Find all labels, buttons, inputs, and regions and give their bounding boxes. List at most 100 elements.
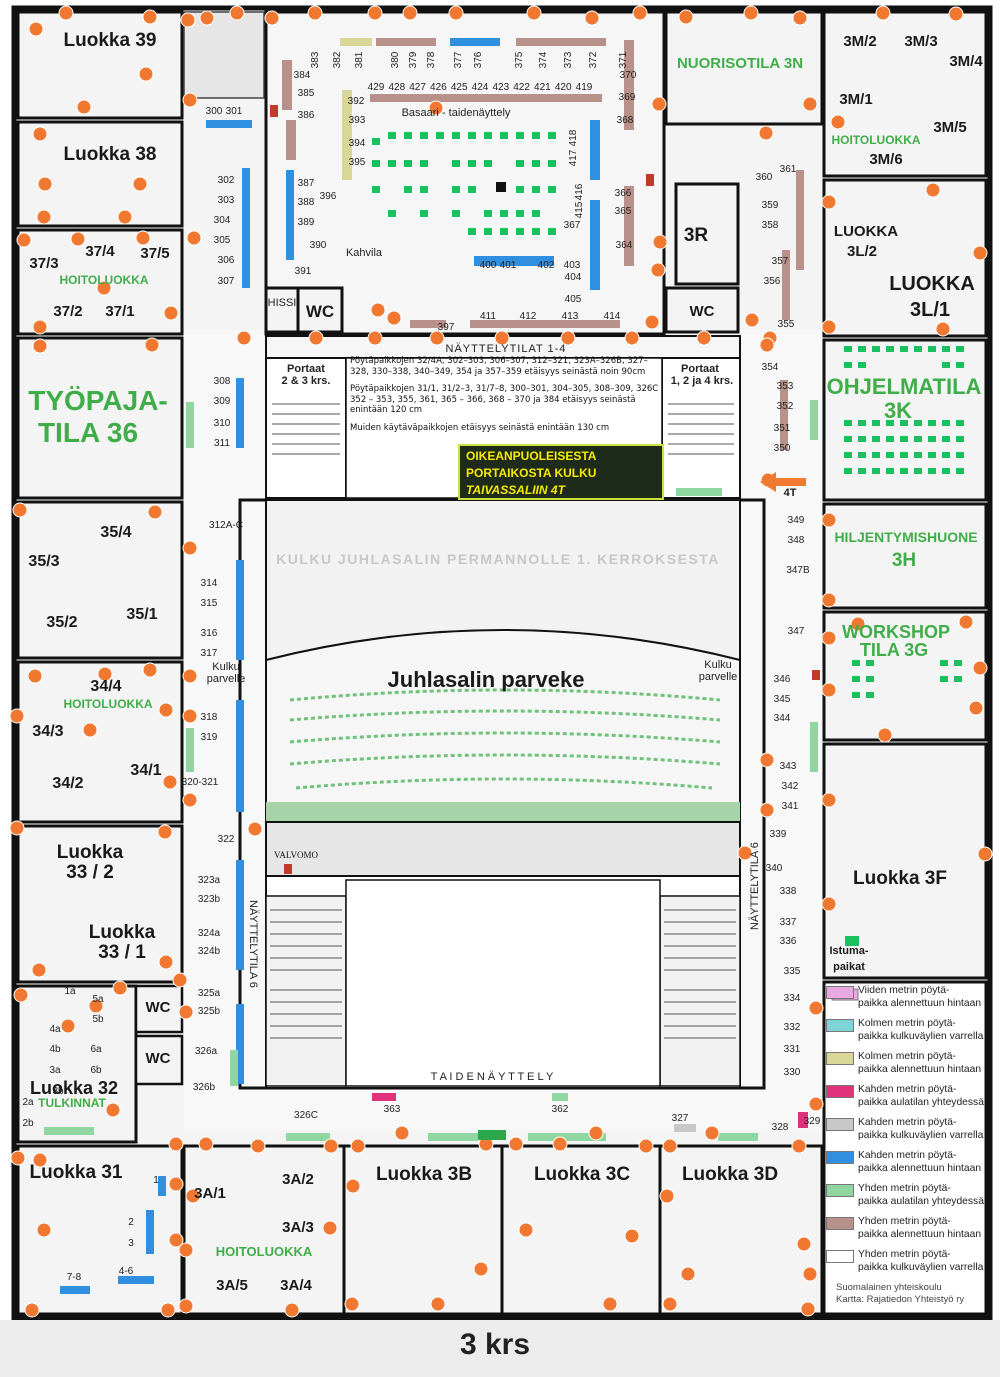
sign-line: OIKEANPUOLEISESTA [466,449,597,463]
room-wc-north: WC [306,302,334,321]
stand-number: 352 [777,401,794,412]
room-luokka-33-1-a: Luokka [89,922,156,943]
legend-swatch [826,1085,854,1098]
stand-number: 347B [786,565,810,576]
room-tyopaja-2: TILA 36 [38,417,138,448]
sign-line: PORTAIKOSTA KULKU [466,466,597,480]
stand-number: 323a [198,875,221,886]
stand-number: 328 [772,1122,789,1133]
room-wc-west-1: WC [146,999,171,1016]
stand-number: 340 [766,863,783,874]
sign-line: TAIVASSALIIN 4T [466,483,565,497]
stand-number: 315 [201,598,218,609]
legend-label: Kolmen metrin pöytä- paikka kulkuväylien… [858,1018,984,1042]
stand-number: 374 [538,51,549,68]
room-luokka-3f: Luokka 3F [853,868,947,889]
legend-item: Kolmen metrin pöytä- paikka kulkuväylien… [826,1018,988,1043]
room-35-4: 35/4 [100,524,131,541]
room-3a-2: 3A/2 [282,1171,314,1188]
stand-number: 307 [218,276,235,287]
room-3m-6: 3M/6 [869,151,902,168]
label-kulku-parvelle-left-2: parvelle [207,673,246,685]
stand-number: 318 [201,712,218,723]
note-line: Pöytäpaikkojen 31/1, 31/2–3, 31/7–8, 300… [350,384,659,415]
table-distance-notes: Pöytäpaikkojen 32/4A, 302–303, 306–307, … [350,356,662,440]
stand-number: 383 [310,51,321,68]
stand-number: 349 [788,515,805,526]
stand-number: 339 [770,829,787,840]
room-3m-3: 3M/3 [904,33,937,50]
room-3m-2: 3M/2 [843,33,876,50]
room-luokka-3l1-b: 3L/1 [910,299,950,321]
room-tulkinnat: TULKINNAT [38,1096,106,1110]
stand-number: 326a [195,1046,218,1057]
stand-number: 381 [354,51,365,68]
label-4t: 4T [784,487,797,499]
floor-label: 3 krs [459,1328,531,1361]
stand-number: 317 [201,648,218,659]
stand-number: 338 [780,886,797,897]
stand-number: 343 [780,761,797,772]
label-nayttelytila-6-right: NÄYTTELYTILA 6 [749,842,761,930]
stand-number: 325a [198,988,221,999]
room-luokka-39: Luokka 39 [64,30,157,51]
room-3a-4: 3A/4 [280,1277,312,1294]
stand-number: 332 [784,1022,801,1033]
stand-number: 400 [480,260,497,271]
stand-number: 300 [206,106,223,117]
room-luokka-3b: Luokka 3B [376,1164,472,1185]
stand-number: 303 [218,195,235,206]
stand-number: 416 [574,183,585,200]
stand-number: 324a [198,928,221,939]
stand-number: 364 [616,240,633,251]
stand-number: 415 [574,201,585,218]
stand-number: 394 [349,138,366,149]
room-wc-east: WC [690,303,715,320]
stand-number: 418 [568,129,579,146]
stand-number: 365 [615,206,632,217]
stand-number: 389 [298,217,315,228]
legend-label: Kahden metrin pöytä- paikka aulatilan yh… [858,1084,984,1108]
stand-number: 351 [774,423,791,434]
stand-number: 384 [294,70,311,81]
stand-number: 380 [390,51,401,68]
room-hoitoluokka-34: HOITOLUOKKA [63,697,152,711]
stand-number: 319 [201,732,218,743]
stand-number: 5a [92,994,104,1005]
room-3r: 3R [684,225,709,246]
label-portaat-right-1: Portaat [681,363,719,375]
legend-swatch [826,1250,854,1263]
room-luokka-33-2-a: Luokka [57,842,124,863]
legend-item: Yhden metrin pöytä- paikka alennettuun h… [826,1216,988,1241]
stand-number: 354 [762,362,779,373]
stand-number: 420 [555,82,572,93]
stand-number: 327 [672,1113,689,1124]
room-luokka-3c: Luokka 3C [534,1164,630,1185]
stand-number: 425 [451,82,468,93]
stand-number: 385 [298,88,315,99]
stand-number: 3a [49,1065,61,1076]
room-luokka-3l2-a: LUOKKA [834,223,898,240]
room-37-3: 37/3 [29,255,58,272]
stand-number: 312A-C [209,520,243,531]
stand-number: 344 [774,713,791,724]
stand-number: 396 [320,191,337,202]
stand-number: 356 [764,276,781,287]
legend: Viiden metrin pöytä- paikka alennettuun … [826,985,988,1306]
stand-number: 412 [520,311,537,322]
stand-number: 402 [538,260,555,271]
stand-number: 306 [218,255,235,266]
stand-number: 347 [788,626,805,637]
room-37-2: 37/2 [53,303,82,320]
stand-number: 390 [310,240,327,251]
stand-number: 2b [22,1118,34,1129]
stand-number: 314 [201,578,218,589]
legend-item: Yhden metrin pöytä- paikka aulatilan yht… [826,1183,988,1208]
stand-number: 350 [774,443,791,454]
stand-number: 378 [426,51,437,68]
stand-number: 3b [52,1086,64,1097]
stand-number: 404 [565,272,582,283]
legend-swatch [826,1184,854,1197]
label-portaat-right-2: 1, 2 ja 4 krs. [671,375,733,387]
